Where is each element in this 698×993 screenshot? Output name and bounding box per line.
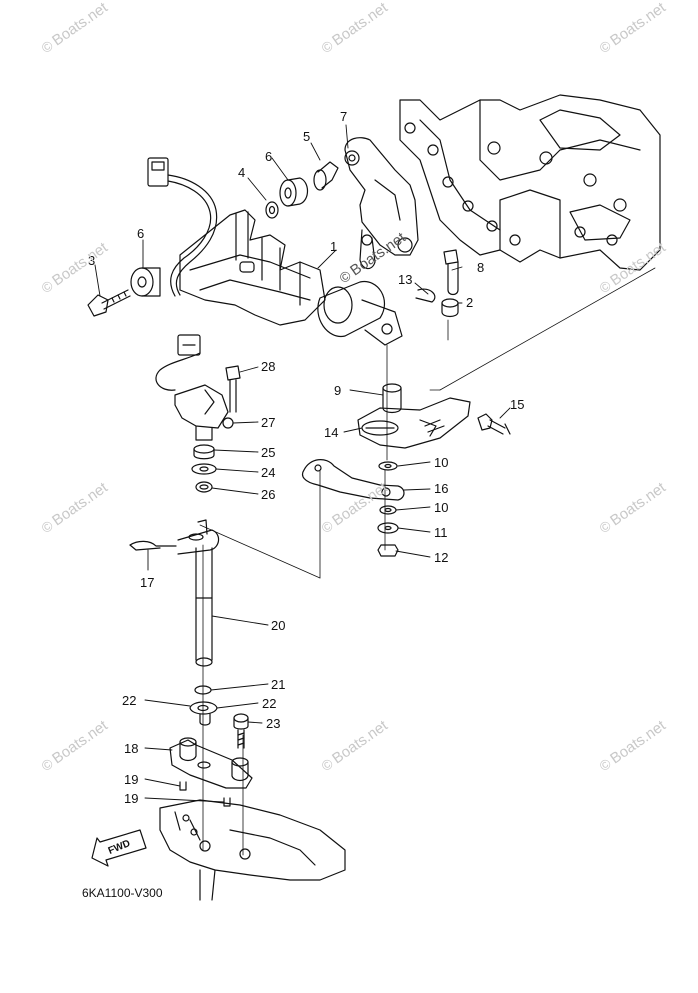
callout-10a: 10: [434, 455, 449, 470]
callout-13: 13: [398, 272, 413, 287]
callout-5: 5: [303, 129, 311, 144]
bottom-bracket: [169, 737, 253, 807]
engine-block: [399, 94, 661, 271]
shift-bracket: [179, 209, 403, 346]
callout-14: 14: [324, 425, 339, 440]
callout-26: 26: [261, 487, 276, 502]
callout-9: 9: [334, 383, 342, 398]
callout-16: 16: [434, 481, 449, 496]
callout-25: 25: [261, 445, 276, 460]
rod-seal: [189, 685, 218, 726]
callout-27: 27: [261, 415, 276, 430]
callout-15: 15: [510, 397, 525, 412]
plate-16: [301, 459, 405, 501]
sensor-assembly: [155, 334, 241, 441]
callout-7: 7: [340, 109, 348, 124]
callout-10b: 10: [434, 500, 449, 515]
callout-21: 21: [271, 677, 286, 692]
wire-harness: [147, 157, 218, 297]
callout-6b: 6: [137, 226, 145, 241]
callout-8: 8: [477, 260, 485, 275]
lower-case: [159, 799, 346, 901]
pin-8: [415, 249, 459, 318]
callout-4: 4: [238, 165, 246, 180]
callout-19b: 19: [124, 791, 139, 806]
callout-28: 28: [261, 359, 276, 374]
callout-12: 12: [434, 550, 449, 565]
callout-24: 24: [261, 465, 276, 480]
bolt-23: [233, 713, 249, 749]
callout-22b: 22: [262, 696, 277, 711]
part-code: 6KA1100-V300: [82, 886, 163, 900]
callout-3: 3: [88, 253, 96, 268]
lever-bracket: [344, 137, 419, 270]
callout-18: 18: [124, 741, 139, 756]
callout-22a: 22: [122, 693, 137, 708]
leader-lines: [94, 124, 511, 803]
collars: [130, 161, 339, 297]
callout-11: 11: [434, 525, 448, 540]
callout-6a: 6: [265, 149, 273, 164]
washers-right: [377, 505, 399, 557]
callout-23: 23: [266, 716, 281, 731]
callout-20: 20: [271, 618, 286, 633]
washers-left: [191, 444, 217, 493]
shift-rod: [129, 519, 220, 667]
callout-17: 17: [140, 575, 155, 590]
bolt-3: [87, 289, 131, 317]
callout-19a: 19: [124, 772, 139, 787]
fwd-arrow-icon: [91, 829, 147, 867]
callout-1: 1: [330, 239, 338, 254]
callout-2: 2: [466, 295, 474, 310]
reference-lines: [199, 267, 656, 856]
